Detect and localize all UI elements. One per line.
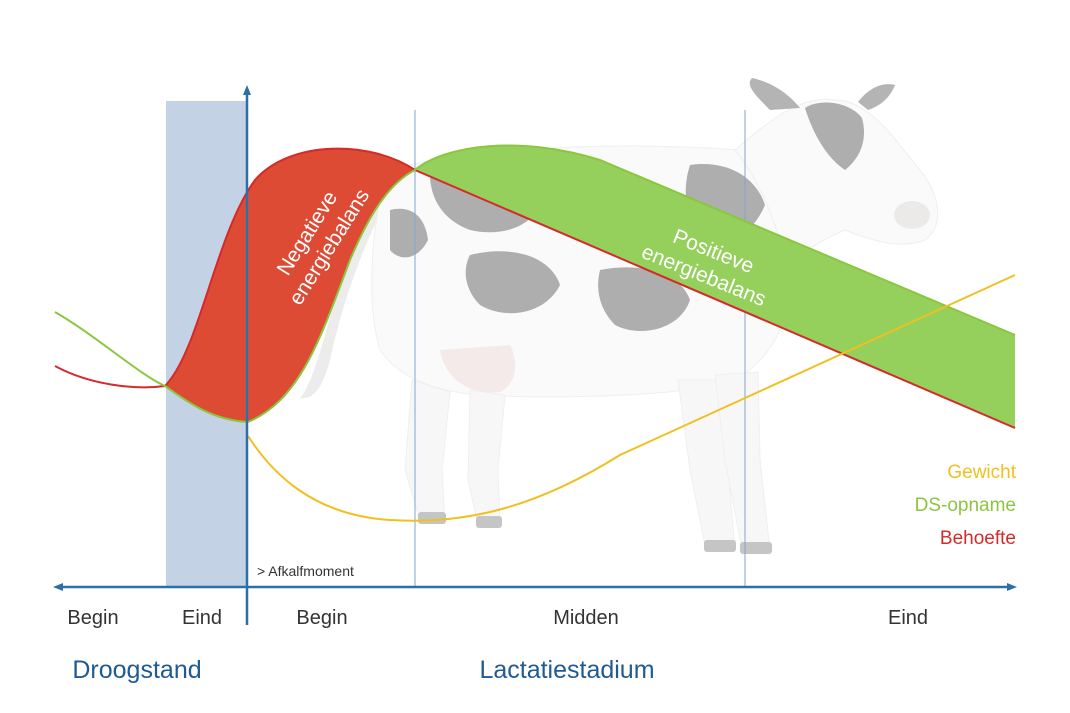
cow-illustration bbox=[300, 78, 939, 554]
phase-end-dry: Eind bbox=[182, 607, 222, 629]
group-lactation: Lactatiestadium bbox=[479, 656, 654, 684]
phase-begin-lactation: Begin bbox=[296, 607, 347, 629]
negative-balance-area bbox=[165, 148, 415, 423]
weight-curve bbox=[247, 274, 1016, 522]
requirement-curve bbox=[54, 147, 1016, 429]
phase-end-lactation: Eind bbox=[888, 607, 928, 629]
phase-middle-lactation: Midden bbox=[553, 607, 619, 629]
group-dry-period: Droogstand bbox=[72, 656, 201, 684]
positive-balance-area bbox=[415, 145, 1015, 428]
dm-intake-curve bbox=[54, 144, 1016, 424]
legend-dm-intake: DS-opname bbox=[915, 495, 1016, 516]
legend-requirement: Behoefte bbox=[940, 528, 1016, 549]
legend-weight: Gewicht bbox=[947, 462, 1016, 483]
phase-begin-dry: Begin bbox=[67, 607, 118, 629]
calving-moment-label: > Afkalfmoment bbox=[257, 563, 354, 579]
